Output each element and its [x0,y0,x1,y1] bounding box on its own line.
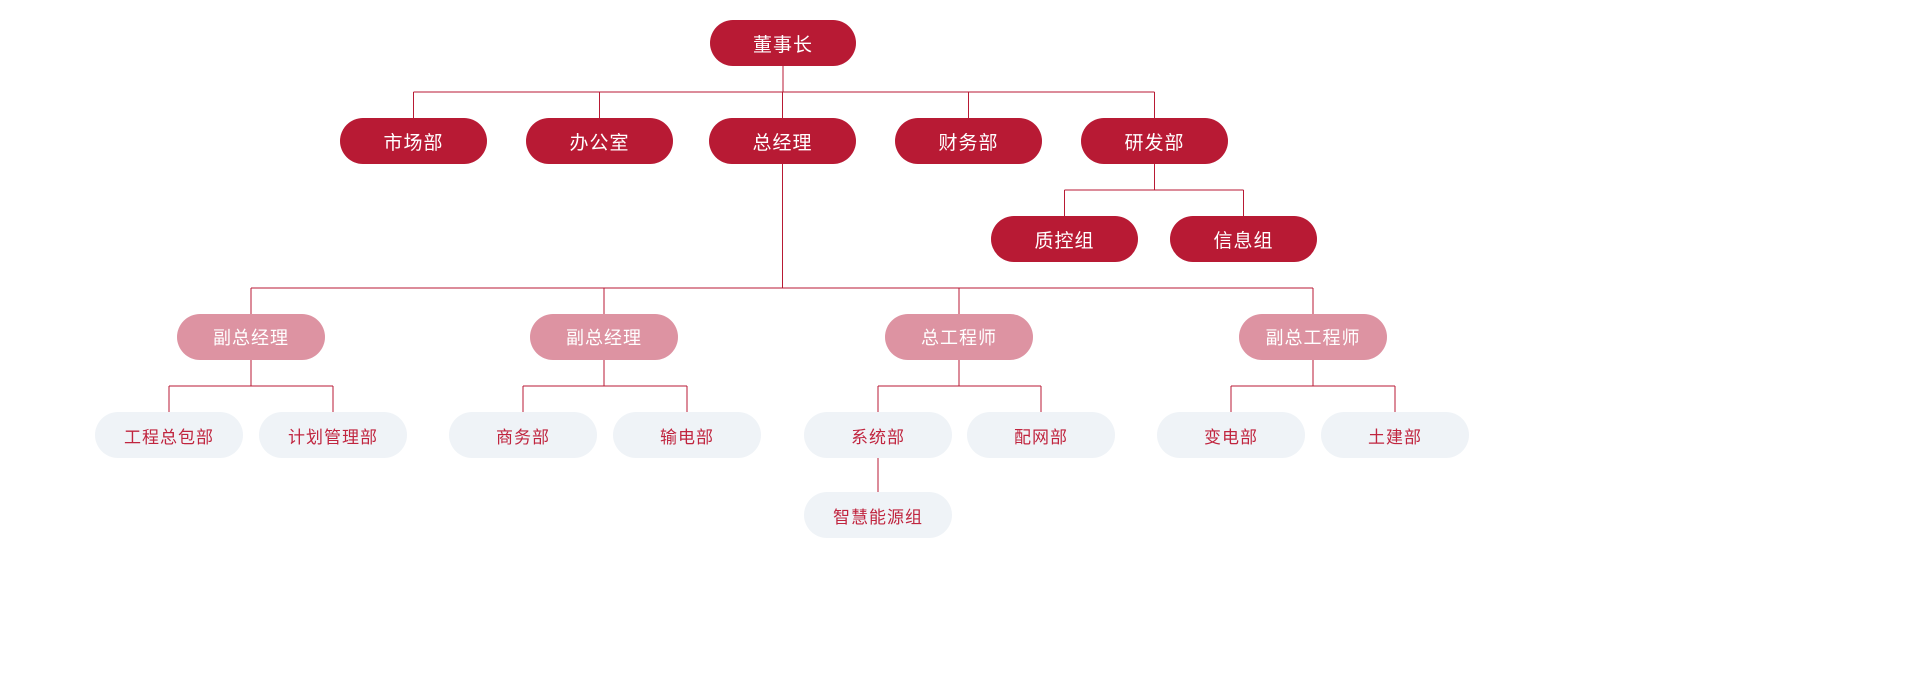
org-node-n19[interactable]: 土建部 [1321,412,1469,458]
org-node-n6[interactable]: 质控组 [991,216,1138,262]
org-node-label: 董事长 [752,34,813,56]
org-node-n12[interactable]: 工程总包部 [95,412,243,458]
org-node-label: 副总经理 [566,328,642,348]
org-node-label: 工程总包部 [124,427,214,447]
org-node-n4[interactable]: 财务部 [895,118,1042,164]
org-node-label: 办公室 [569,132,630,154]
org-node-label: 商务部 [496,427,550,447]
org-node-label: 计划管理部 [288,427,378,447]
org-node-label: 副总工程师 [1265,328,1361,348]
org-node-n14[interactable]: 商务部 [449,412,597,458]
org-node-n17[interactable]: 配网部 [967,412,1115,458]
org-node-label: 总经理 [752,132,813,154]
org-node-n5[interactable]: 研发部 [1081,118,1228,164]
org-node-n8[interactable]: 副总经理 [177,314,325,360]
org-node-label: 总工程师 [921,328,997,348]
org-node-label: 质控组 [1034,230,1095,252]
org-node-label: 研发部 [1124,132,1185,154]
org-node-label: 变电部 [1204,427,1258,447]
org-node-n3[interactable]: 总经理 [709,118,856,164]
org-node-label: 市场部 [383,132,444,154]
org-node-n11[interactable]: 副总工程师 [1239,314,1387,360]
org-node-label: 输电部 [660,427,714,447]
org-node-n9[interactable]: 副总经理 [530,314,678,360]
org-node-label: 财务部 [938,132,999,154]
org-node-n1[interactable]: 市场部 [340,118,487,164]
org-node-n13[interactable]: 计划管理部 [259,412,407,458]
org-node-label: 副总经理 [213,328,289,348]
org-node-n10[interactable]: 总工程师 [885,314,1033,360]
org-node-n2[interactable]: 办公室 [526,118,673,164]
org-node-n0[interactable]: 董事长 [710,20,856,66]
org-node-label: 智慧能源组 [833,507,923,527]
org-node-n7[interactable]: 信息组 [1170,216,1317,262]
org-node-label: 配网部 [1014,427,1068,447]
org-node-n15[interactable]: 输电部 [613,412,761,458]
org-node-n16[interactable]: 系统部 [804,412,952,458]
org-node-n20[interactable]: 智慧能源组 [804,492,952,538]
org-node-n18[interactable]: 变电部 [1157,412,1305,458]
org-node-label: 系统部 [851,427,905,447]
org-node-label: 土建部 [1368,427,1422,447]
org-node-label: 信息组 [1213,230,1274,252]
